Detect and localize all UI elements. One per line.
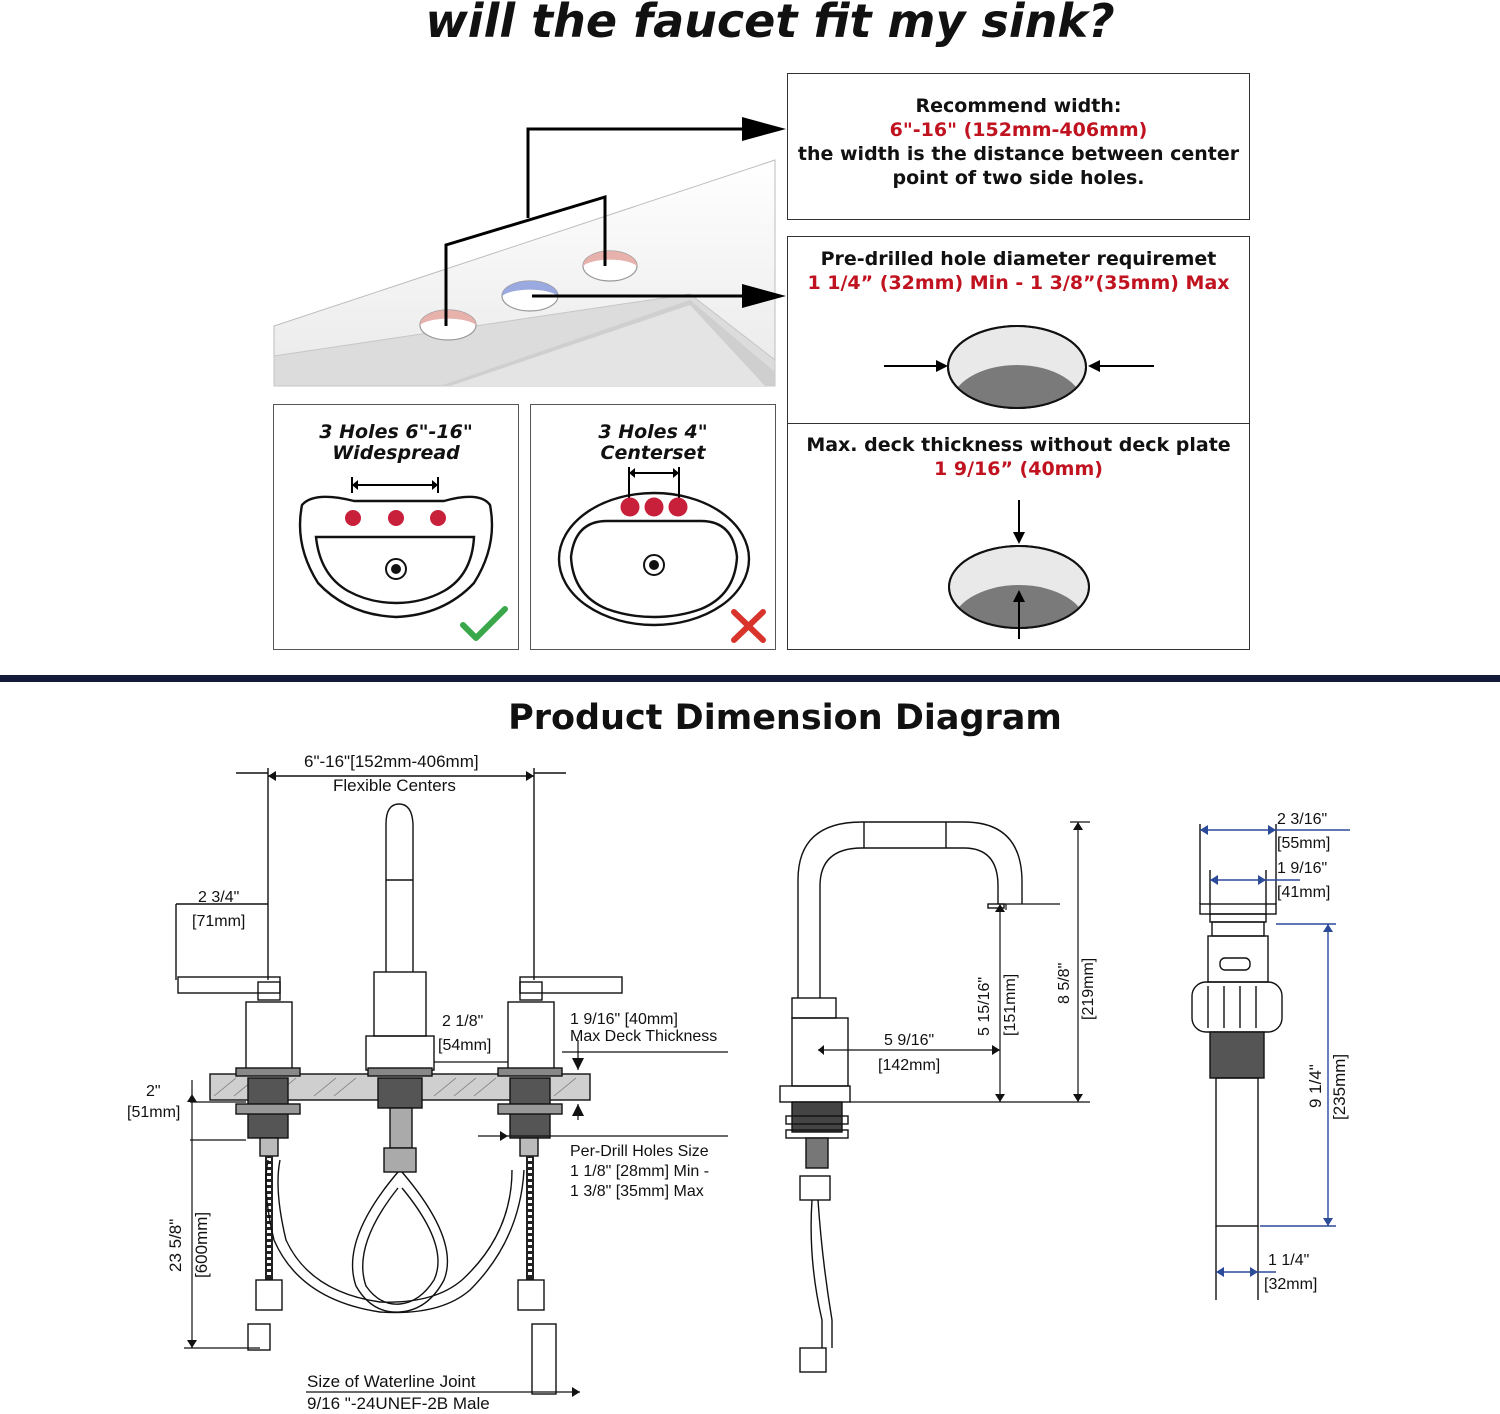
front-base-in: 2 1/8" — [442, 1013, 484, 1030]
recommend-width-box: Recommend width: 6"-16" (152mm-406mm) th… — [787, 73, 1250, 220]
front-holes-max: 1 3/8" [35mm] Max — [570, 1183, 704, 1200]
front-holes-min: 1 1/8" [28mm] Min - — [570, 1163, 710, 1180]
drain-tail-mm: [32mm] — [1264, 1276, 1318, 1293]
drain-len-mm: [235mm] — [1330, 1053, 1349, 1120]
page-title: will the faucet fit my sink? — [425, 0, 1115, 48]
front-hose-mm: [600mm] — [192, 1211, 211, 1278]
front-deck-value: 1 9/16" [40mm] — [570, 1011, 678, 1028]
front-centers-value: 6"-16"[152mm-406mm] — [304, 752, 479, 771]
drain-top-mm: [55mm] — [1277, 835, 1331, 852]
drain-drawing — [1191, 824, 1350, 1300]
deck-heading: Max. deck thickness without deck plate — [806, 434, 1231, 456]
hole-diameter-box: Pre-drilled hole diameter requiremet 1 1… — [787, 236, 1250, 425]
deck-value: 1 9/16” (40mm) — [934, 458, 1103, 480]
deck-thickness-figure — [948, 500, 1090, 639]
drain-mid-in: 1 9/16" — [1277, 860, 1328, 877]
front-view-drawing — [175, 768, 728, 1397]
front-joint-value: 9/16 "-24UNEF-2B Male — [307, 1394, 490, 1413]
section-divider — [0, 675, 1500, 682]
right-hole — [582, 250, 638, 282]
recommend-desc-1: the width is the distance between center — [797, 143, 1240, 165]
recommend-range: 6"-16" (152mm-406mm) — [889, 119, 1148, 141]
centerset-label-1: 3 Holes 4" — [598, 421, 708, 443]
cross-icon — [731, 609, 766, 643]
deck-thickness-box: Max. deck thickness without deck plate 1… — [787, 423, 1250, 650]
side-reach-in: 5 9/16" — [884, 1032, 935, 1049]
checkmark-icon — [460, 606, 508, 641]
drain-mid-mm: [41mm] — [1277, 884, 1331, 901]
front-joint-label: Size of Waterline Joint — [307, 1372, 476, 1391]
front-shank-in: 2" — [146, 1083, 161, 1100]
hole-range: 1 1/4” (32mm) Min - 1 3/8”(35mm) Max — [807, 272, 1230, 294]
section-title: Product Dimension Diagram — [508, 698, 1062, 738]
front-base-mm: [54mm] — [438, 1037, 492, 1054]
front-shank-mm: [51mm] — [127, 1104, 181, 1121]
side-total-in: 8 5/8" — [1056, 962, 1073, 1004]
recommend-heading: Recommend width: — [915, 95, 1122, 117]
front-handle-mm: [71mm] — [192, 913, 246, 930]
recommend-desc-2: point of two side holes. — [892, 167, 1145, 189]
drain-top-in: 2 3/16" — [1277, 811, 1328, 828]
widespread-sink-figure — [298, 477, 494, 619]
side-spout-mm: [151mm] — [1002, 973, 1019, 1036]
widespread-label-1: 3 Holes 6"-16" — [319, 421, 473, 443]
side-total-mm: [219mm] — [1080, 957, 1097, 1020]
sink-illustration — [273, 117, 786, 387]
widespread-card: 3 Holes 6"-16" Widespread — [273, 404, 519, 650]
left-hole — [419, 309, 477, 341]
side-reach-mm: [142mm] — [878, 1057, 941, 1074]
drain-len-in: 9 1/4" — [1306, 1064, 1325, 1108]
centerset-label-2: Centerset — [600, 442, 706, 464]
side-view-drawing — [779, 821, 1090, 1373]
side-spout-in: 5 15/16" — [976, 976, 993, 1036]
front-centers-label: Flexible Centers — [333, 776, 456, 795]
centerset-sink-figure — [557, 467, 751, 627]
widespread-label-2: Widespread — [332, 442, 460, 464]
front-deck-label: Max Deck Thickness — [570, 1028, 718, 1045]
drain-tail-in: 1 1/4" — [1268, 1252, 1310, 1269]
hole-heading: Pre-drilled hole diameter requiremet — [820, 248, 1217, 270]
hole-diameter-figure — [884, 325, 1154, 409]
front-handle-in: 2 3/4" — [198, 889, 240, 906]
front-holes-label: Per-Drill Holes Size — [570, 1143, 709, 1160]
front-hose-in: 23 5/8" — [166, 1218, 185, 1272]
centerset-card: 3 Holes 4" Centerset — [530, 404, 776, 650]
